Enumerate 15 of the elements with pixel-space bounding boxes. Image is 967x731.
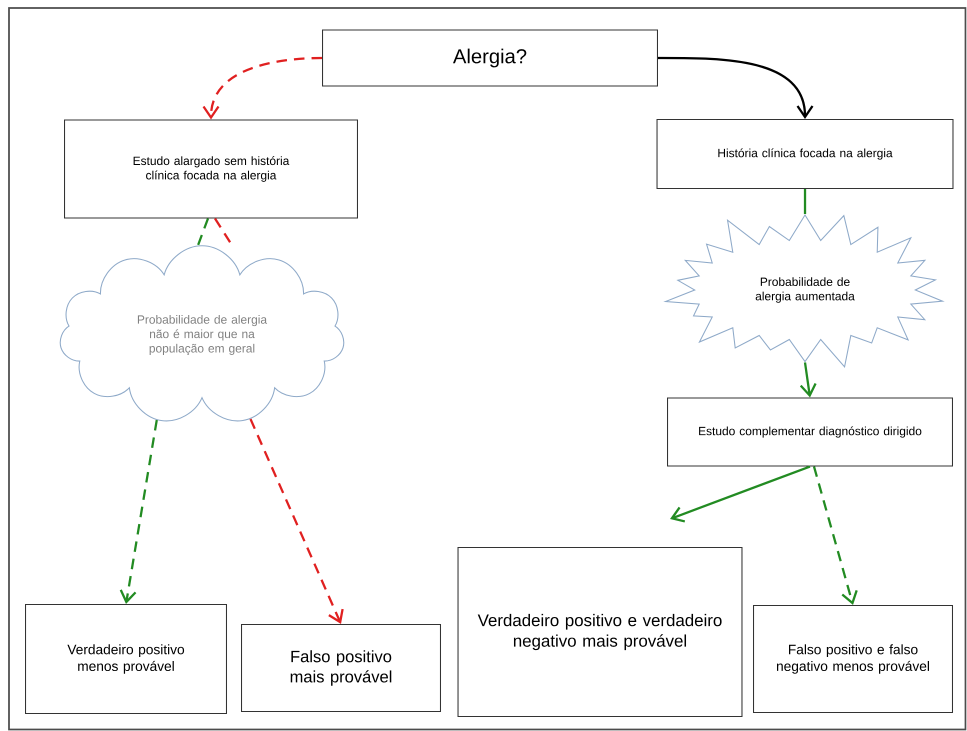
process-box: Falso positivo mais provável	[241, 624, 442, 712]
process-box: Estudo complementar diagnóstico dirigido	[667, 397, 953, 467]
process-box: Falso positivo e falso negativo menos provável	[753, 604, 954, 714]
arrow	[800, 362, 817, 398]
arrow	[812, 466, 858, 605]
arrow	[658, 56, 814, 119]
arrow	[202, 56, 322, 120]
arrow	[249, 418, 344, 624]
process-box: Alergia?	[322, 29, 658, 87]
process-box: Estudo alargado sem história clínica focada na alergia	[64, 119, 358, 219]
arrow	[120, 420, 158, 604]
process-box: Verdadeiro positivo e verdadeiro negativo mais provável	[458, 547, 742, 718]
process-box: Verdadeiro positivo menos provável	[25, 604, 228, 714]
arrow	[670, 465, 810, 523]
process-box: História clínica focada na alergia	[656, 118, 954, 190]
